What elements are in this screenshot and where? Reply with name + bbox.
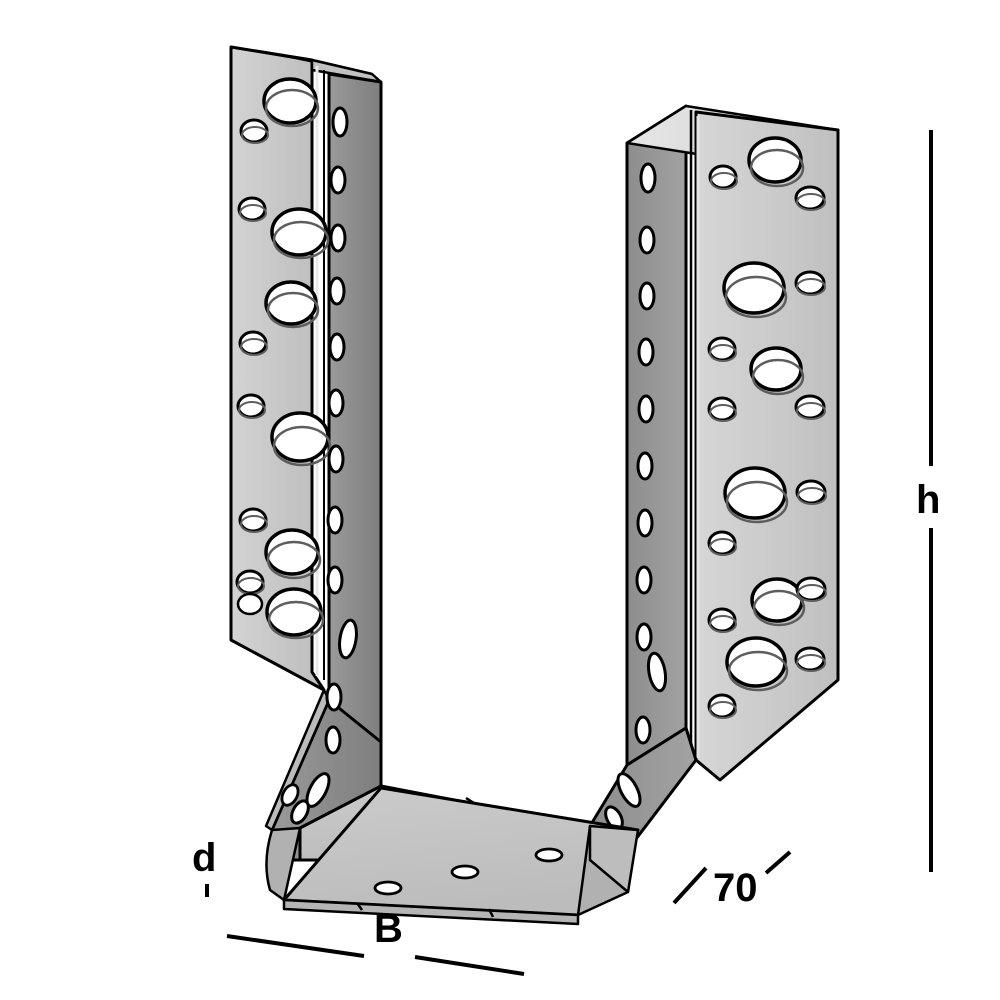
dim-line-B-right [414, 955, 525, 976]
left-flange-small-holes [235, 118, 269, 616]
right-flange-group [588, 104, 840, 862]
right-web-edge-holes [634, 162, 668, 745]
left-flange-large-holes [262, 77, 332, 640]
dimension-lines [205, 130, 933, 976]
dimension-label-70: 70 [713, 866, 758, 910]
dimension-label-d: d [192, 836, 217, 880]
seat-seam-right [487, 908, 495, 918]
seat-plate-front-lip [282, 898, 580, 926]
dimension-label-b: B [374, 907, 403, 951]
left-lower-leg-holes [280, 772, 331, 825]
dim-line-70-lower [672, 866, 708, 905]
seat-corner-left [265, 826, 302, 902]
dimension-label-h: h [916, 478, 941, 522]
seat-plate-group [265, 784, 640, 926]
seat-right-return [588, 824, 640, 894]
left-flange-group [229, 45, 383, 862]
seat-seam-top [465, 796, 475, 805]
dim-line-B-left [226, 934, 365, 958]
left-web-edge-holes [324, 106, 358, 755]
dim-line-70-upper [764, 850, 792, 875]
right-flange-large-holes [722, 136, 806, 692]
right-flange-small-holes [707, 164, 827, 719]
seat-seam-left [355, 902, 364, 911]
seat-plate-holes [373, 847, 564, 896]
